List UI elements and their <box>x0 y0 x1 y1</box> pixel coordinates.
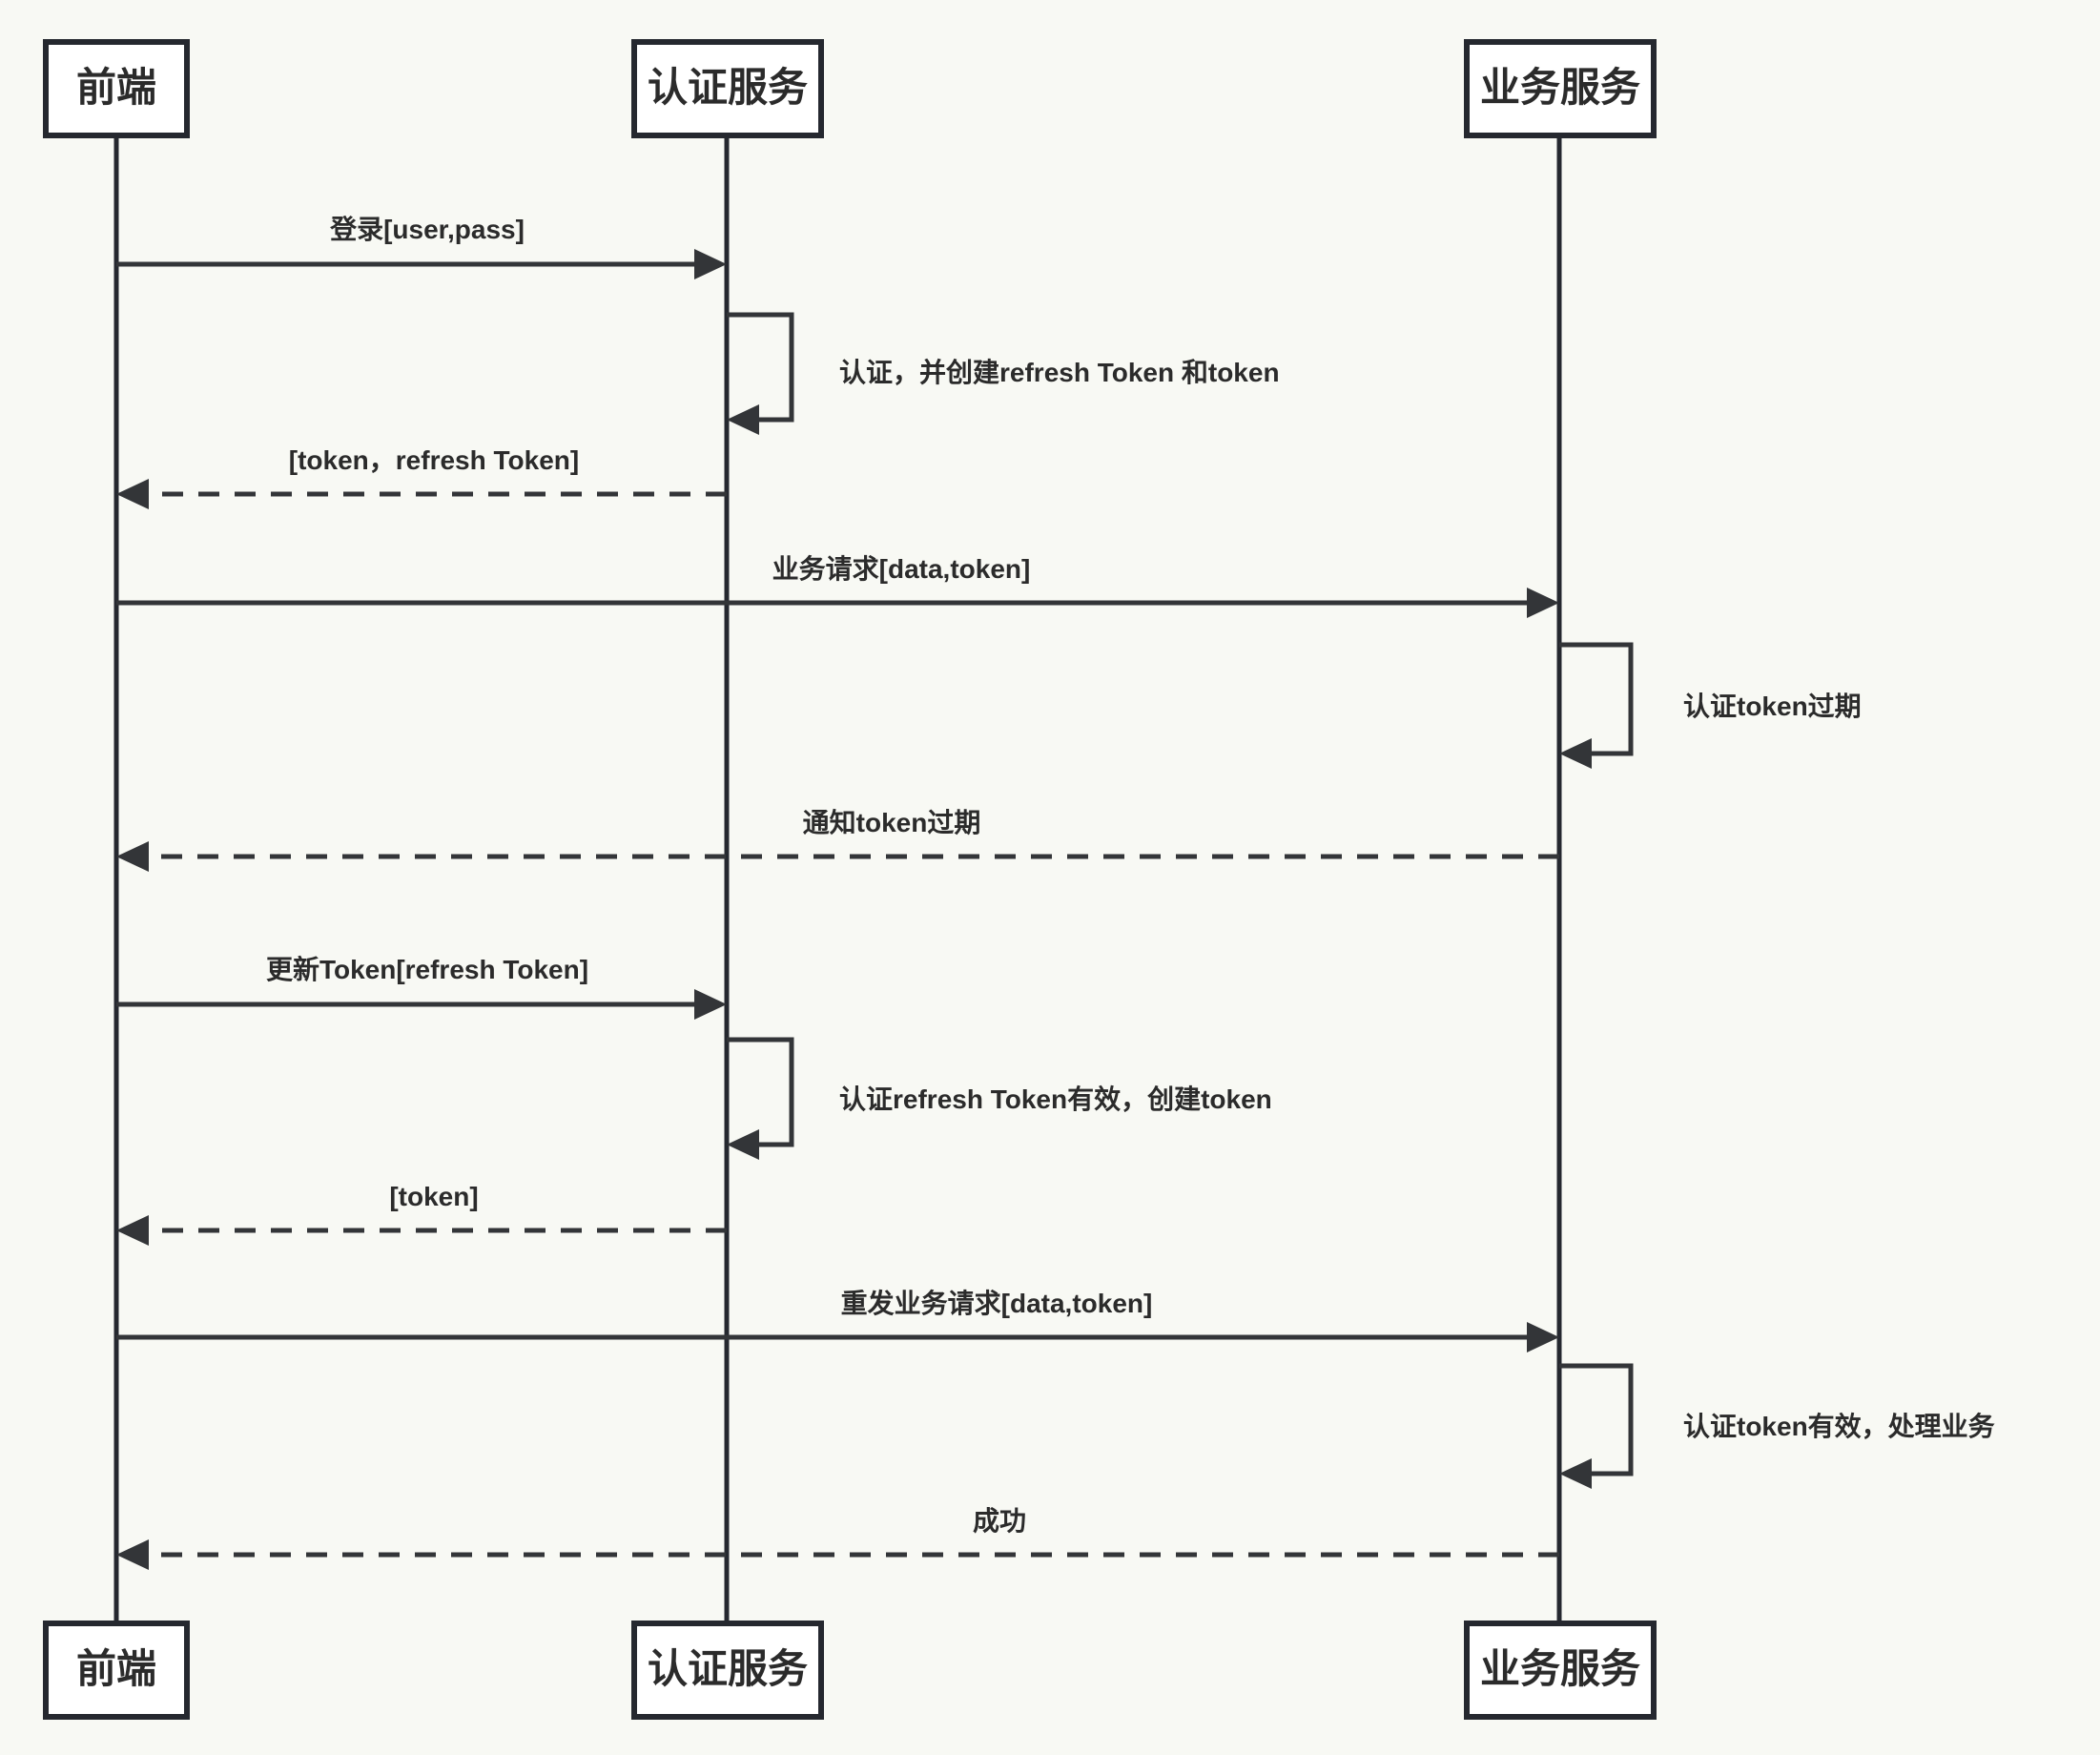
participant-box-bizsvc-bottom[interactable]: 业务服务 <box>1464 1621 1657 1720</box>
message-7-refresh-token[interactable]: 更新Token[refresh Token] <box>116 955 727 1020</box>
arrowhead-left-11 <box>1559 1458 1592 1489</box>
arrowhead-right-7 <box>694 989 727 1020</box>
arrowhead-left-9 <box>116 1215 149 1246</box>
participant-label-authsvc: 认证服务 <box>648 65 808 110</box>
message-selfloop-8 <box>727 1037 794 1147</box>
message-9-return-token[interactable]: [token] <box>116 1182 727 1246</box>
participant-box-frontend[interactable]: 前端 <box>43 39 190 138</box>
message-selfloop-5 <box>1559 642 1634 756</box>
arrowhead-right-4 <box>1527 588 1559 618</box>
message-selfloop-11 <box>1559 1363 1634 1476</box>
message-label-9: [token] <box>389 1182 478 1211</box>
message-label-10: 重发业务请求[data,token] <box>841 1288 1153 1318</box>
message-6-notify-expired[interactable]: 通知token过期 <box>116 807 1559 872</box>
participant-label-frontend-bottom: 前端 <box>76 1646 156 1691</box>
participant-label-bizsvc-bottom: 业务服务 <box>1480 1646 1640 1691</box>
participant-label-authsvc-bottom: 认证服务 <box>648 1646 808 1691</box>
participant-box-frontend-bottom[interactable]: 前端 <box>43 1621 190 1720</box>
arrowhead-right-10 <box>1527 1322 1559 1352</box>
message-label-12: 成功 <box>973 1506 1026 1536</box>
message-label-1: 登录[user,pass] <box>329 215 525 244</box>
participant-boxes-bottom: 前端 认证服务 业务服务 <box>43 1621 1657 1720</box>
arrowhead-right-1 <box>694 249 727 279</box>
message-selfloop-2 <box>727 312 794 423</box>
message-3-return-tokens[interactable]: [token，refresh Token] <box>116 445 727 509</box>
message-label-6: 通知token过期 <box>803 807 981 837</box>
message-1-login[interactable]: 登录[user,pass] <box>116 215 727 279</box>
arrowhead-left-6 <box>116 841 149 872</box>
message-label-2: 认证，并创建refresh Token 和token <box>839 358 1280 387</box>
arrowhead-left-3 <box>116 479 149 509</box>
message-2-auth-create-tokens[interactable]: 认证，并创建refresh Token 和token <box>727 312 1280 435</box>
participant-label-bizsvc: 业务服务 <box>1480 65 1640 110</box>
message-11-token-valid[interactable]: 认证token有效，处理业务 <box>1559 1363 1995 1489</box>
lifelines <box>113 135 1562 1623</box>
participant-box-authsvc-bottom[interactable]: 认证服务 <box>631 1621 824 1720</box>
message-8-verify-refresh[interactable]: 认证refresh Token有效，创建token <box>727 1037 1272 1160</box>
participant-boxes-top: 前端 认证服务 业务服务 <box>43 39 1657 138</box>
participant-label-frontend: 前端 <box>76 65 156 110</box>
participant-box-authsvc[interactable]: 认证服务 <box>631 39 824 138</box>
message-12-success[interactable]: 成功 <box>116 1506 1559 1570</box>
message-label-11: 认证token有效，处理业务 <box>1683 1412 1995 1441</box>
arrowhead-left-5 <box>1559 738 1592 769</box>
arrowhead-left-2 <box>727 404 759 435</box>
message-4-biz-request[interactable]: 业务请求[data,token] <box>116 554 1559 618</box>
message-label-4: 业务请求[data,token] <box>772 554 1031 584</box>
arrowhead-left-12 <box>116 1539 149 1570</box>
participant-box-bizsvc[interactable]: 业务服务 <box>1464 39 1657 138</box>
message-label-7: 更新Token[refresh Token] <box>266 955 588 984</box>
message-label-5: 认证token过期 <box>1683 692 1862 721</box>
arrowhead-left-8 <box>727 1129 759 1160</box>
message-10-resend-biz-request[interactable]: 重发业务请求[data,token] <box>116 1288 1559 1352</box>
message-5-token-expired[interactable]: 认证token过期 <box>1559 642 1862 769</box>
message-label-8: 认证refresh Token有效，创建token <box>839 1084 1272 1114</box>
message-label-3: [token，refresh Token] <box>289 445 579 475</box>
